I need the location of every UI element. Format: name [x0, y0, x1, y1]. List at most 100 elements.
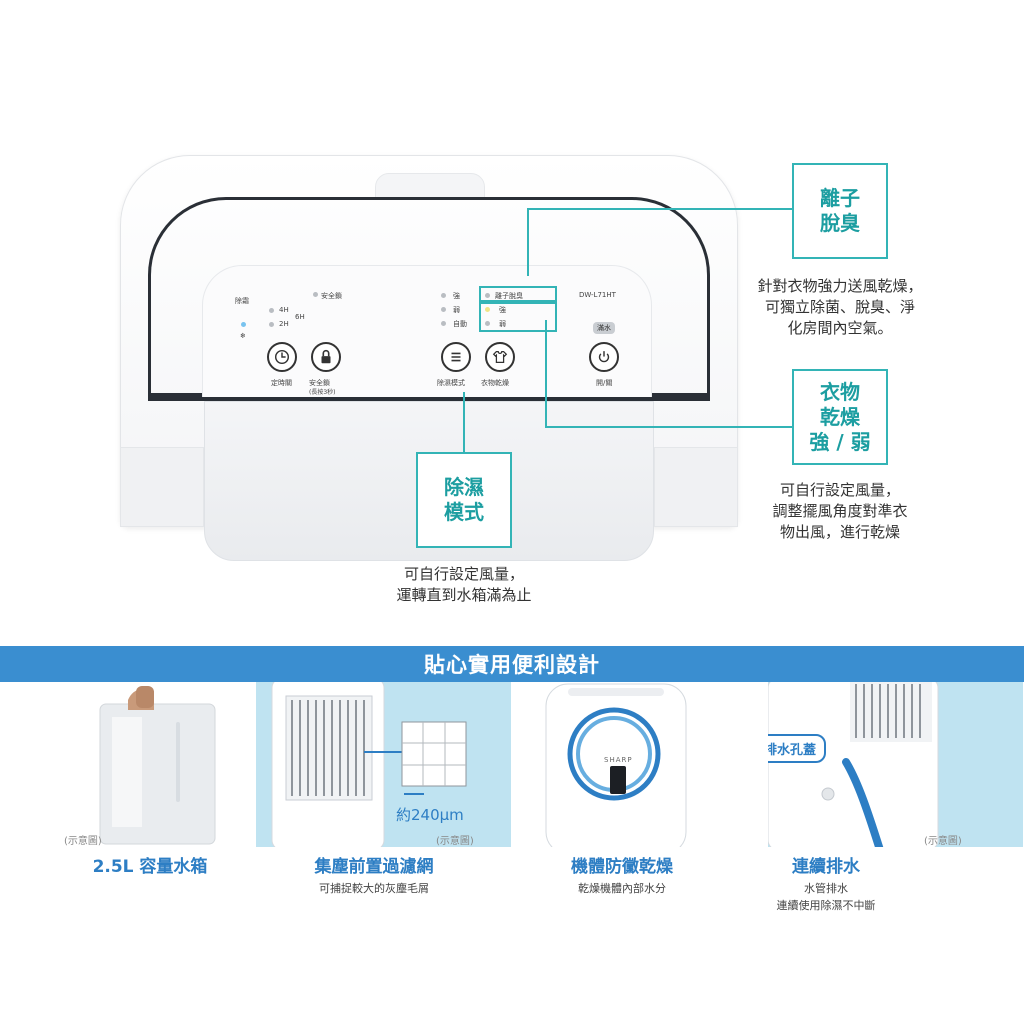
clothes-desc-line: 調整擺風角度對準衣	[772, 502, 908, 520]
led-4h	[269, 308, 274, 313]
antimold-illustration	[545, 683, 687, 847]
menu-lines-icon	[451, 352, 461, 362]
feature-title-tank: 2.5L 容量水箱	[92, 857, 208, 877]
led-clothes-strong	[485, 307, 490, 312]
power-icon	[598, 351, 610, 363]
water-tank-illustration	[99, 686, 216, 845]
led-lock	[313, 292, 318, 297]
filter-note: (示意圖)	[436, 836, 474, 847]
drain-note: (示意圖)	[924, 836, 962, 847]
led-weak	[441, 307, 446, 312]
control-panel: 除霜 4H 6H 2H ❄ 安全鎖 定時關 安全鎖 (長按3秒) 強 弱 自動 …	[202, 265, 652, 397]
led-ion	[485, 293, 490, 298]
lock-indicator-label: 安全鎖	[321, 292, 342, 300]
mode-desc-line: 可自行設定風量，	[403, 565, 524, 583]
feature-sub-filter: 可捕捉較大的灰塵毛屑	[246, 880, 502, 897]
dehumid-mode-callout: 除濕 模式	[416, 452, 512, 548]
clothes-callout-line2: 乾燥	[820, 404, 860, 429]
weak-label: 弱	[453, 306, 460, 314]
timer-button-label: 定時關	[271, 379, 292, 387]
lock-button-sub: (長按3秒)	[309, 389, 336, 396]
feature-sub-drain: 水管排水 連續使用除濕不中斷	[698, 880, 954, 914]
ion-connector-h	[527, 208, 793, 210]
mode-button-label: 除濕模式	[437, 379, 465, 387]
led-2h	[269, 322, 274, 327]
model-number: DW-L71HT	[579, 291, 616, 299]
dehumid-mode-button[interactable]	[441, 342, 471, 372]
timer-off-icon	[274, 349, 290, 365]
ion-deodorize-callout: 離子 脫臭	[792, 163, 888, 259]
auto-label: 自動	[453, 320, 467, 328]
lock-icon	[321, 349, 331, 364]
ion-highlight-box	[479, 286, 557, 302]
frost-icon: ❄	[240, 332, 246, 340]
clothes-connector-h	[545, 426, 793, 428]
mode-description: 可自行設定風量， 運轉直到水箱滿為止	[364, 564, 564, 606]
feature-title-drain: 連續排水	[792, 857, 860, 877]
ion-desc-line: 針對衣物強力送風乾燥，	[757, 277, 923, 295]
led-clothes-weak	[485, 321, 490, 326]
mode-callout-line2: 模式	[444, 500, 484, 524]
clothes-button-label: 衣物乾燥	[481, 379, 509, 387]
timer-off-button[interactable]	[267, 342, 297, 372]
led-dehumid	[241, 322, 246, 327]
brand-logo: SHARP	[604, 756, 633, 764]
mode-callout-line1: 除濕	[444, 475, 484, 499]
feature-filter-image: 約240μm (示意圖)	[256, 682, 511, 847]
lock-button-label: 安全鎖	[309, 379, 330, 387]
unit-side-left	[120, 447, 204, 527]
clothes-desc-line: 可自行設定風量，	[779, 481, 900, 499]
timer-2h-label: 2H	[279, 320, 289, 328]
ion-connector-v	[527, 208, 529, 276]
strong-label: 強	[453, 292, 460, 300]
unit-frame	[148, 197, 710, 397]
clothes-dry-callout: 衣物 乾燥 強 / 弱	[792, 369, 888, 465]
led-strong	[441, 293, 446, 298]
drain-sub-line: 連續使用除濕不中斷	[776, 899, 876, 913]
power-button-label: 開/關	[596, 379, 613, 387]
clothes-highlight-box	[479, 302, 557, 332]
mode-connector-v	[463, 392, 465, 452]
drain-sub-line: 水管排水	[804, 882, 848, 895]
feature-drain-image: 排水孔蓋 (示意圖)	[768, 682, 1023, 847]
clothes-desc-line: 物出風，進行乾燥	[779, 523, 900, 541]
ion-description: 針對衣物強力送風乾燥， 可獨立除菌、脫臭、淨 化房間內空氣。	[740, 276, 940, 339]
clothes-dry-button[interactable]	[485, 342, 515, 372]
dehumid-label: 除霜	[235, 297, 249, 305]
unit-handle	[375, 173, 485, 199]
feature-title-filter: 集塵前置過濾網	[314, 857, 434, 877]
filter-sub-line: 可捕捉較大的灰塵毛屑	[319, 882, 429, 895]
led-auto	[441, 321, 446, 326]
clothes-connector-v	[545, 320, 547, 428]
ion-callout-line2: 脫臭	[820, 211, 860, 235]
filter-illustration	[271, 682, 467, 847]
ion-deodorize-label: 離子脫臭	[495, 292, 523, 300]
safety-lock-button[interactable]	[311, 342, 341, 372]
antimold-sub-line: 乾燥機體內部水分	[578, 882, 666, 895]
feature-water-tank-image: (示意圖)	[0, 682, 255, 847]
clothes-description: 可自行設定風量， 調整擺風角度對準衣 物出風，進行乾燥	[740, 480, 940, 543]
mode-desc-line: 運轉直到水箱滿為止	[396, 586, 532, 604]
drain-cap-label: 排水孔蓋	[768, 734, 827, 763]
feature-antimold-image: SHARP	[512, 682, 767, 847]
ion-desc-line: 可獨立除菌、脫臭、淨	[764, 298, 915, 316]
ion-callout-line1: 離子	[820, 186, 860, 210]
clothes-strong-label: 強	[499, 306, 506, 314]
clothes-weak-label: 弱	[499, 320, 506, 328]
unit-band	[148, 393, 710, 401]
drain-illustration	[768, 682, 939, 847]
clothes-callout-line3: 強 / 弱	[809, 429, 871, 454]
power-button[interactable]	[589, 342, 619, 372]
feature-sub-antimold: 乾燥機體內部水分	[494, 880, 750, 897]
tank-note: (示意圖)	[64, 836, 102, 847]
shirt-icon	[492, 350, 508, 364]
clothes-callout-line1: 衣物	[820, 379, 860, 404]
feature-title-antimold: 機體防黴乾燥	[571, 857, 673, 877]
timer-6h-label: 6H	[295, 313, 305, 321]
mesh-size-label: 約240μm	[396, 806, 464, 824]
unit-side-right	[654, 447, 738, 527]
timer-4h-label: 4H	[279, 306, 289, 314]
ion-desc-line: 化房間內空氣。	[787, 319, 893, 337]
banner-title: 貼心實用便利設計	[424, 653, 600, 677]
features-banner: 貼心實用便利設計	[0, 646, 1024, 682]
